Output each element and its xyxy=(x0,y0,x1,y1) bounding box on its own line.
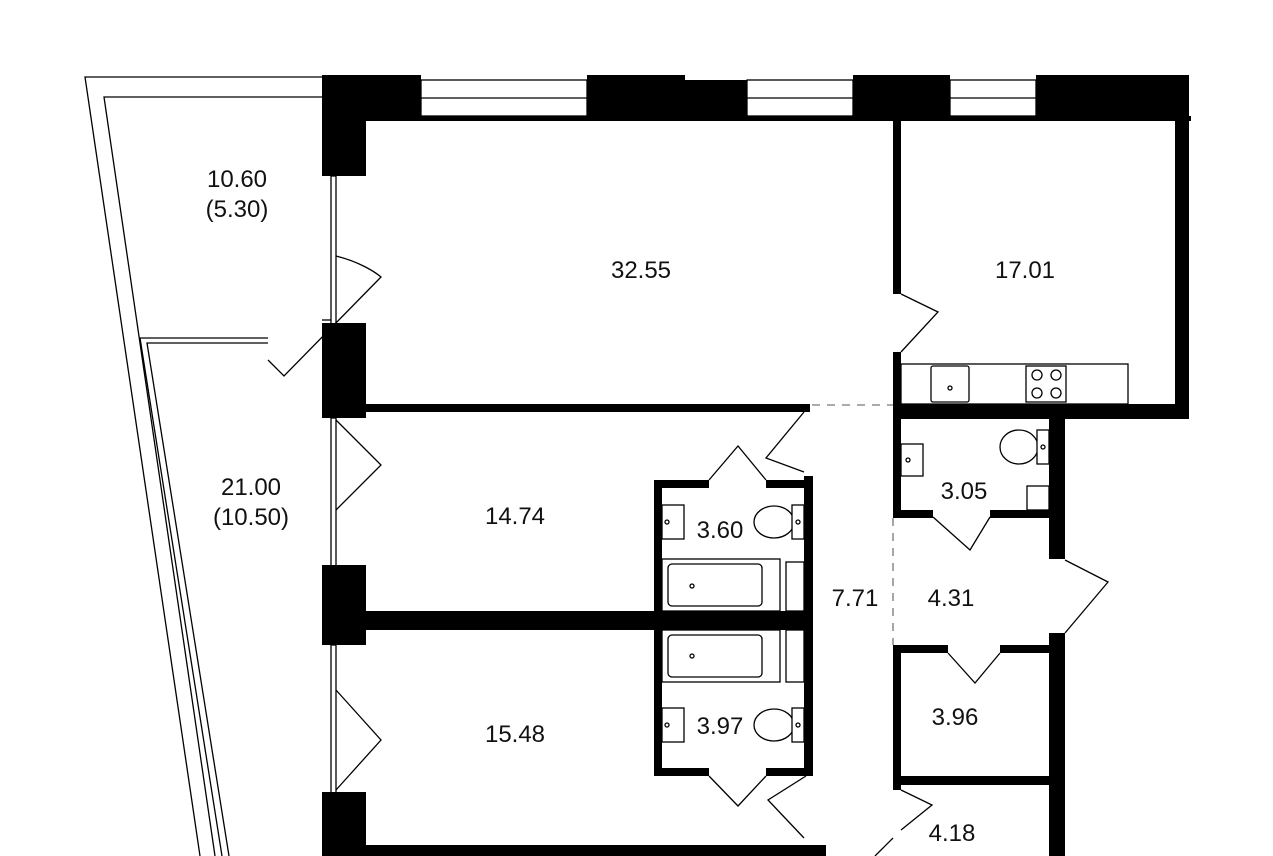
top-windows xyxy=(420,79,1037,117)
top-facade xyxy=(322,75,1191,419)
hall-area: 4.31 xyxy=(928,585,975,612)
kitchen-counter xyxy=(900,363,1129,405)
bedroom-2-area: 15.48 xyxy=(485,721,545,748)
balcony-lower-reduced-area: (10.50) xyxy=(213,504,289,531)
wc-fixtures xyxy=(900,429,1050,511)
bathroom-2-fixtures xyxy=(661,629,805,743)
bathroom-1-fixtures xyxy=(661,504,805,612)
storage-area: 3.96 xyxy=(932,704,979,731)
closet-area: 4.18 xyxy=(929,820,976,847)
bedroom-1-area: 14.74 xyxy=(485,503,545,530)
left-facade xyxy=(267,175,382,856)
open-partitions xyxy=(812,404,894,645)
balcony-outline xyxy=(84,76,331,856)
wc-area: 3.05 xyxy=(941,478,988,505)
interior-doors xyxy=(708,293,1110,856)
kitchen-area: 17.01 xyxy=(995,257,1055,284)
corridor-area: 7.71 xyxy=(832,585,879,612)
balcony-upper-area: 10.60 xyxy=(207,166,267,193)
bathroom-1-area: 3.60 xyxy=(697,517,744,544)
room-labels: 10.60 (5.30) 32.55 17.01 21.00 (10.50) 1… xyxy=(206,166,1055,847)
living-room-area: 32.55 xyxy=(611,257,671,284)
interior-walls xyxy=(366,119,1189,856)
bathroom-2-area: 3.97 xyxy=(697,713,744,740)
balcony-lower-area: 21.00 xyxy=(221,474,281,501)
balcony-upper-reduced-area: (5.30) xyxy=(206,196,269,223)
